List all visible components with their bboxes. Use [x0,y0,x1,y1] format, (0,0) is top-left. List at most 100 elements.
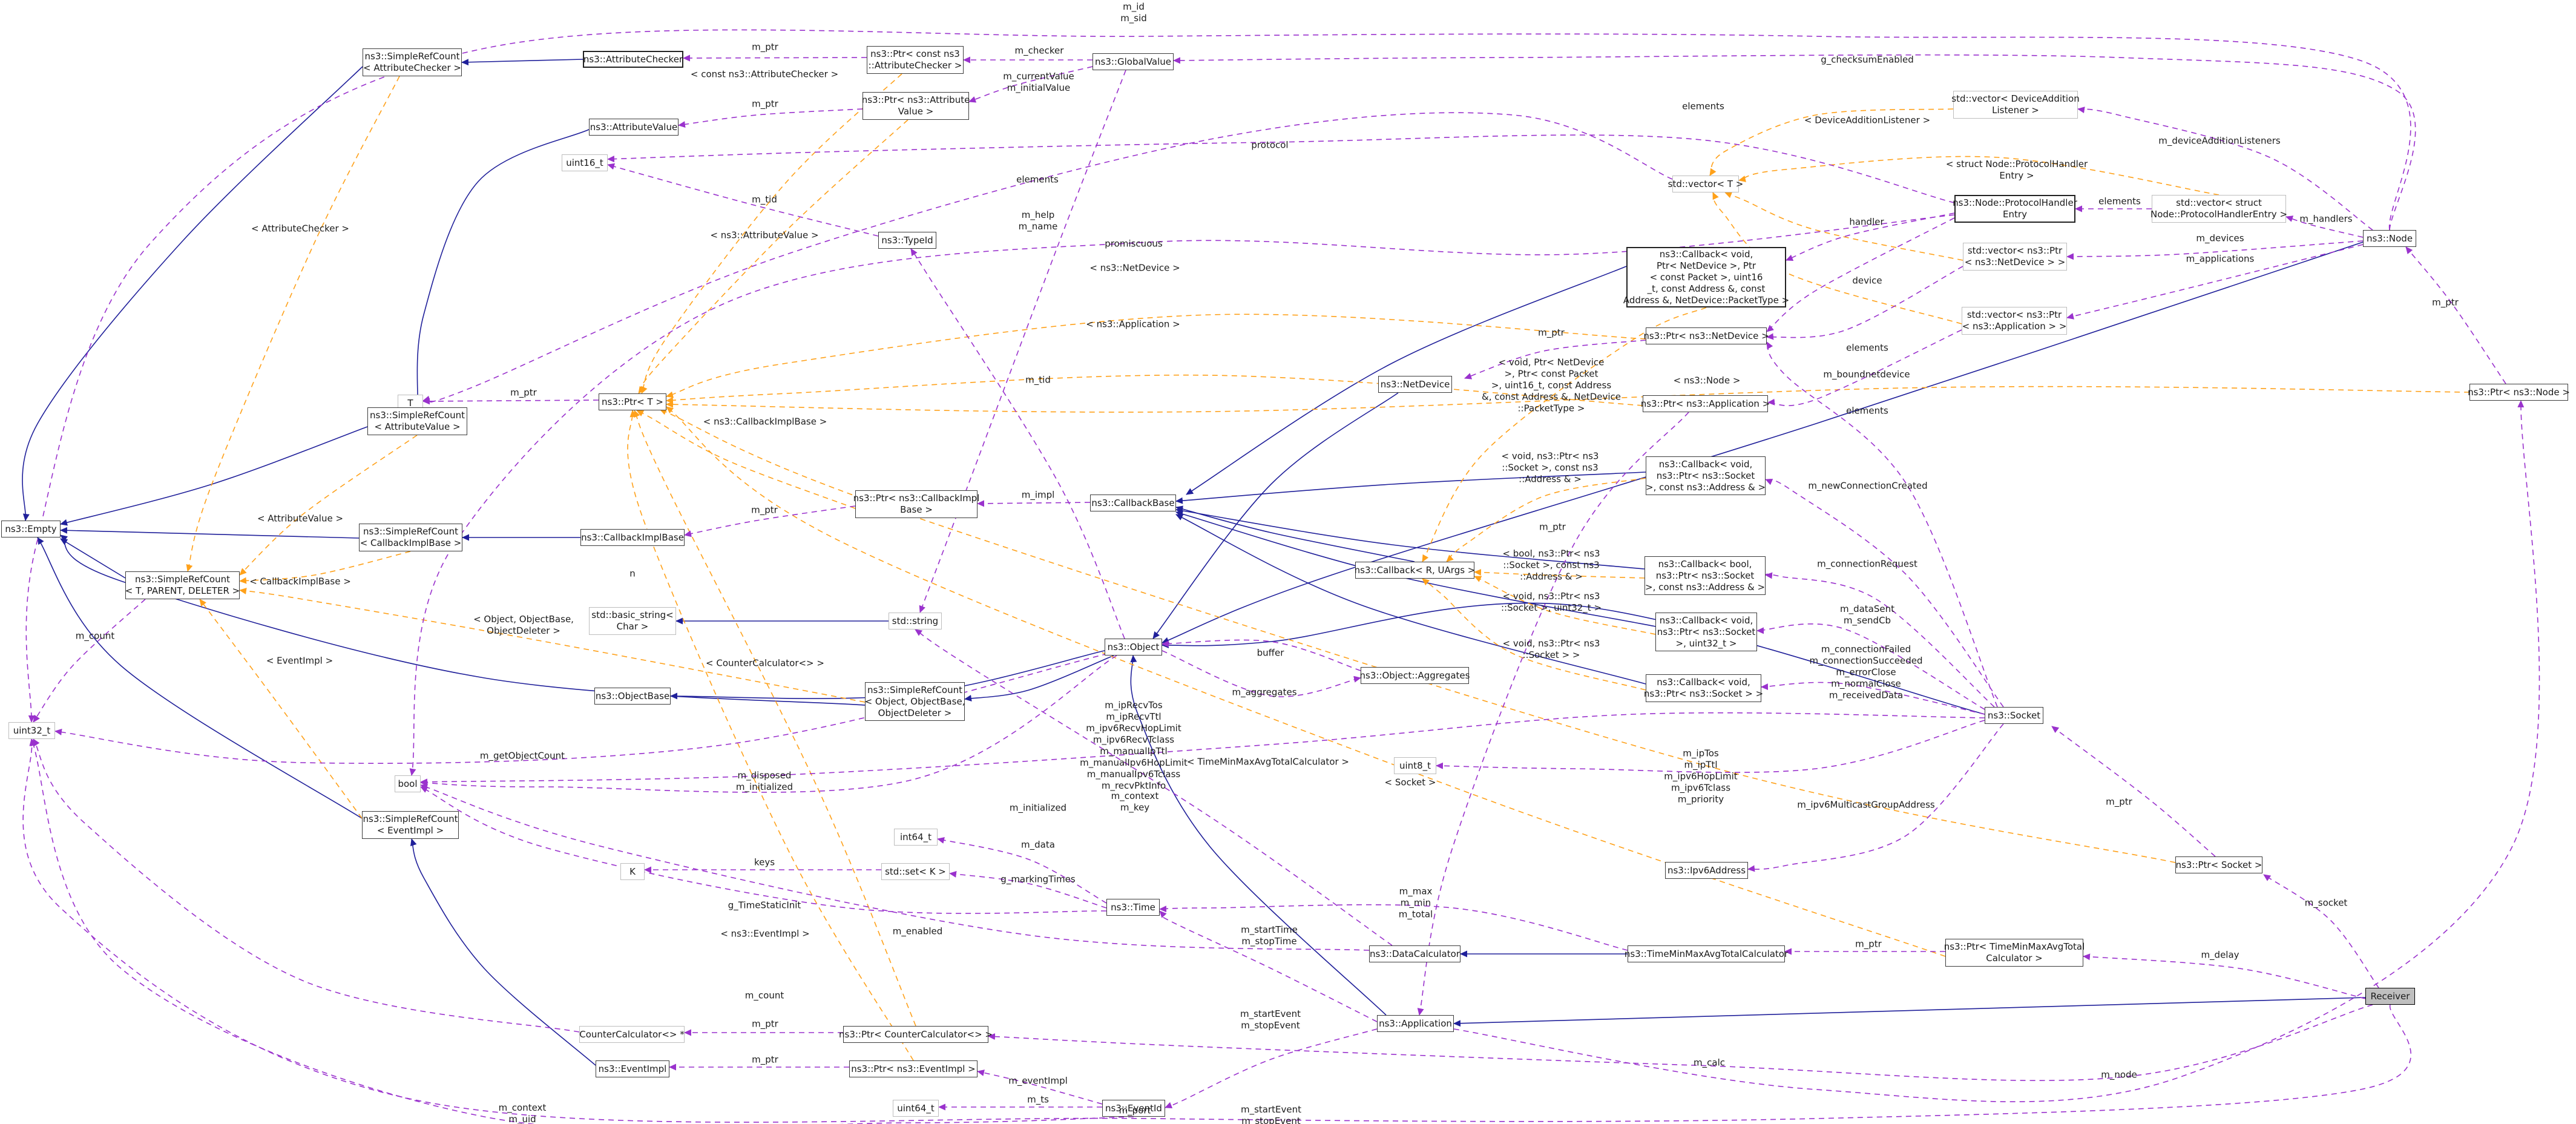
class-node-basicString[interactable]: std::basic_string< Char > [589,607,676,635]
class-node-srcCIB[interactable]: ns3::SimpleRefCount < CallbackImplBase > [359,524,462,551]
class-node-aggregates[interactable]: ns3::Object::Aggregates [1360,667,1470,684]
class-node-uint64[interactable]: uint64_t [893,1100,939,1117]
edge-ptrCounterCalc-ptrT [634,410,916,1027]
class-node-cib[interactable]: ns3::CallbackImplBase [580,529,685,546]
edge-typeId-uint16 [607,163,879,237]
class-node-receiver[interactable]: Receiver [2365,988,2415,1005]
class-node-cbVoidSockAddr[interactable]: ns3::Callback< void, ns3::Ptr< ns3::Sock… [1646,456,1766,495]
edge-aggregates-object [1162,639,1361,671]
class-node-counterCalcPtr[interactable]: CounterCalculator<> * [579,1026,685,1043]
edge-socket-cbBoolSockAddr [1765,572,1995,708]
edge-application-eventId [1165,1028,1378,1109]
class-node-cbBoolSockAddr[interactable]: ns3::Callback< bool, ns3::Ptr< ns3::Sock… [1644,556,1766,595]
class-node-eventImpl[interactable]: ns3::EventImpl [596,1060,669,1077]
class-node-ptrT[interactable]: ns3::Ptr< T > [599,393,666,410]
class-node-phEntry[interactable]: ns3::Node::ProtocolHandler Entry [1953,195,2077,223]
class-node-uint8[interactable]: uint8_t [1394,757,1436,774]
edge-node-vecPtrApp [2066,244,2364,320]
class-node-typeId[interactable]: ns3::TypeId [878,232,936,249]
class-node-vecDAL[interactable]: std::vector< DeviceAddition Listener > [1951,91,2080,119]
class-node-ipv6Addr[interactable]: ns3::Ipv6Address [1665,862,1748,879]
edge-time-bool [420,786,1107,914]
class-node-ptrNetDevice[interactable]: ns3::Ptr< ns3::NetDevice > [1643,327,1769,344]
class-node-attrValue[interactable]: ns3::AttributeValue [589,119,678,136]
class-node-vecT[interactable]: std::vector< T > [1668,176,1743,192]
edge-cbVoidSock-cbBase [1175,514,1646,685]
edge-ptrAttrValue-attrValue [678,108,863,128]
edge-globalValue-stdString [919,70,1126,613]
class-node-uint32[interactable]: uint32_t [8,722,55,739]
edge-vecPHE-vecT [1738,156,2220,196]
class-node-empty[interactable]: ns3::Empty [1,521,61,537]
edge-srcAttrValue-srcTPD [239,435,418,576]
class-node-uint16[interactable]: uint16_t [562,154,608,171]
class-node-netDevice[interactable]: ns3::NetDevice [1378,376,1452,393]
class-node-srcAttrChecker[interactable]: ns3::SimpleRefCount < AttributeChecker > [363,48,462,76]
class-node-object[interactable]: ns3::Object [1105,639,1162,656]
class-node-vecPtrNetDev[interactable]: std::vector< ns3::Ptr < ns3::NetDevice >… [1963,243,2067,271]
class-node-bool[interactable]: bool [395,775,421,792]
edge-phEntry-ptrNetDevice [1766,217,1955,332]
edge-cbNetDevice-cbBase [1186,266,1627,495]
edge-ptrApp-ptrT [666,374,1643,406]
edge-node-uint32 [25,29,2411,723]
edge-vecPtrNetDev-vecT [1724,191,1963,261]
edge-socket-cbVoidSock [1761,682,1985,715]
class-node-stdString[interactable]: std::string [889,613,942,629]
class-node-cbVoidSockU32[interactable]: ns3::Callback< void, ns3::Ptr< ns3::Sock… [1655,613,1757,651]
class-node-time[interactable]: ns3::Time [1106,899,1160,916]
class-node-cbVoidSock[interactable]: ns3::Callback< void, ns3::Ptr< ns3::Sock… [1644,674,1763,702]
edge-srcEventImpl-empty [37,537,363,819]
edge-socket-cbVoidSockU32 [1756,623,1985,710]
edge-srcAttrChecker-srcTPD [186,76,400,572]
class-node-cbRUArgs[interactable]: ns3::Callback< R, UArgs > [1355,562,1475,579]
class-node-vecPHE[interactable]: std::vector< struct Node::ProtocolHandle… [2150,195,2287,223]
class-node-srcEventImpl[interactable]: ns3::SimpleRefCount < EventImpl > [362,811,459,839]
edge-ptrEventImpl-ptrT [627,410,914,1061]
class-node-application[interactable]: ns3::Application [1377,1015,1454,1032]
edge-socket-cbVoidSockAddr [1765,479,2004,708]
edge-phEntry-uint16 [607,134,1955,203]
edge-receiver-application [1453,997,2366,1027]
class-node-ptrTimeMMAT[interactable]: ns3::Ptr< TimeMinMaxAvgTotal Calculator … [1944,939,2085,967]
class-node-attrChecker[interactable]: ns3::AttributeChecker [583,51,683,68]
class-node-K[interactable]: K [620,863,645,880]
class-node-ptrAttrValue[interactable]: ns3::Ptr< ns3::Attribute Value > [862,92,970,120]
class-node-cbBase[interactable]: ns3::CallbackBase [1090,495,1176,511]
class-node-vecPtrApp[interactable]: std::vector< ns3::Ptr < ns3::Application… [1962,307,2067,335]
class-node-dataCalc[interactable]: ns3::DataCalculator [1369,945,1460,962]
class-node-eventId[interactable]: ns3::EventId [1102,1100,1165,1117]
class-node-timeMMAT[interactable]: ns3::TimeMinMaxAvgTotalCalculator [1625,945,1788,962]
edge-ptrConstAttrChecker-ptrT [641,73,902,394]
edge-attrValue-srcAttrValue [415,129,590,408]
class-node-socket[interactable]: ns3::Socket [1985,707,2043,724]
edge-cbVoidSockAddr-cbBase [1175,472,1646,504]
class-node-objectBase[interactable]: ns3::ObjectBase [594,688,671,705]
edge-time-int64 [937,837,1107,904]
class-node-ptrEventImpl[interactable]: ns3::Ptr< ns3::EventImpl > [849,1060,978,1077]
class-node-srcTPD[interactable]: ns3::SimpleRefCount < T, PARENT, DELETER… [125,571,240,599]
class-node-int64[interactable]: int64_t [894,829,938,846]
class-node-ptrCIB[interactable]: ns3::Ptr< ns3::CallbackImpl Base > [853,490,979,518]
edge-ptrCIB-ptrT [636,410,856,509]
class-node-ptrSocket[interactable]: ns3::Ptr< Socket > [2175,856,2262,873]
edge-dataCalc-bool [420,784,1370,951]
edge-eventImpl-srcEventImpl [410,838,596,1066]
edge-cbVoidSock-cbRUArgs [1422,578,1646,691]
class-node-node[interactable]: ns3::Node [2363,230,2416,247]
edge-srcAttrChecker-empty [22,66,363,521]
edge-srcObj-empty [60,534,866,706]
edge-vecT-T [422,112,1673,403]
class-node-globalValue[interactable]: ns3::GlobalValue [1092,53,1174,70]
class-node-ptrCounterCalc[interactable]: ns3::Ptr< CounterCalculator<> > [839,1026,993,1043]
edge-ptrCIB-cib [684,505,856,537]
class-node-srcAttrValue[interactable]: ns3::SimpleRefCount < AttributeValue > [367,407,467,435]
class-node-ptrConstAttrChecker[interactable]: ns3::Ptr< const ns3 ::AttributeChecker > [867,46,964,74]
edge-vecDAL-vecT [1709,108,1954,176]
class-node-ptrNode[interactable]: ns3::Ptr< ns3::Node > [2468,384,2570,401]
class-node-ptrApp[interactable]: ns3::Ptr< ns3::Application > [1641,395,1770,412]
class-node-setK[interactable]: std::set< K > [881,863,950,880]
class-node-cbNetDevice[interactable]: ns3::Callback< void, Ptr< NetDevice >, P… [1623,247,1789,307]
class-node-srcObj[interactable]: ns3::SimpleRefCount < Object, ObjectBase… [865,682,965,721]
edge-object-srcObj [964,655,1114,702]
